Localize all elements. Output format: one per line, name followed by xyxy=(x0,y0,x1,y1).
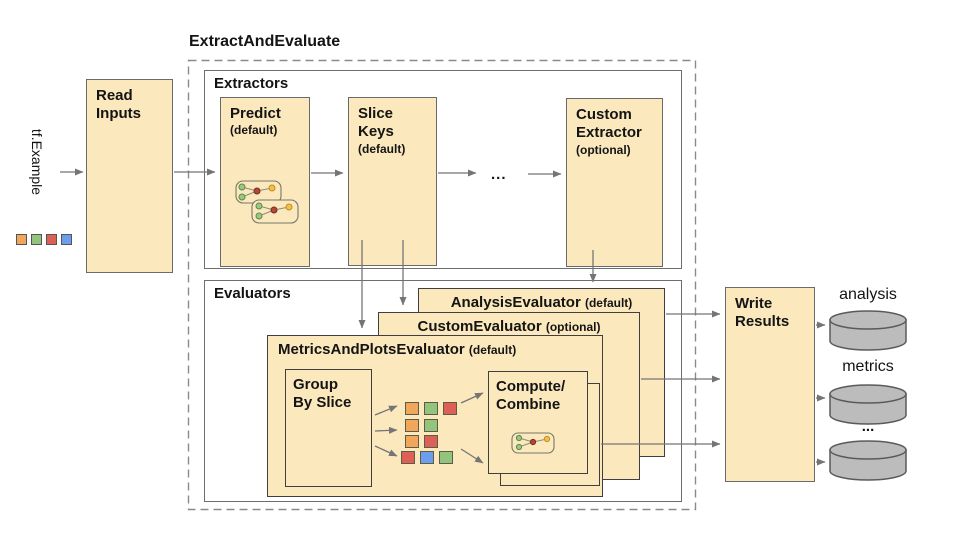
predict-label: Predict xyxy=(230,105,281,122)
metrics-evaluator-qualifier: (default) xyxy=(468,343,517,357)
metrics-evaluator-title: MetricsAndPlotsEvaluator (default) xyxy=(268,341,602,358)
slice-keys-qualifier: (default) xyxy=(358,141,406,156)
write-results-box: Write Results xyxy=(725,287,815,482)
compute-combine-label: Compute/ Combine xyxy=(496,378,566,414)
slice-keys-extractor-box: Slice Keys (default) xyxy=(348,97,437,266)
diagram-title: ExtractAndEvaluate xyxy=(189,33,341,50)
evaluators-label: Evaluators xyxy=(214,285,291,302)
database-cylinder-analysis xyxy=(829,310,907,351)
output-label-ellipsis: ... xyxy=(861,418,875,435)
output-label-analysis: analysis xyxy=(839,286,897,303)
orange-square xyxy=(16,234,27,245)
custom-extractor-qualifier: (optional) xyxy=(576,142,631,157)
custom-extractor-box: Custom Extractor (optional) xyxy=(566,98,663,267)
predict-qualifier: (default) xyxy=(230,123,278,138)
analysis-evaluator-title: AnalysisEvaluator (default) xyxy=(419,294,664,311)
compute-combine-box: Compute/ Combine xyxy=(488,371,588,474)
custom-evaluator-name: CustomEvaluator xyxy=(417,318,542,335)
input-squares xyxy=(16,234,72,245)
database-cylinder-more xyxy=(829,440,907,481)
extractors-label: Extractors xyxy=(214,75,289,92)
read-inputs-box: Read Inputs xyxy=(86,79,173,273)
read-inputs-label: Read Inputs xyxy=(96,87,141,123)
custom-evaluator-title: CustomEvaluator (optional) xyxy=(379,318,639,335)
slice-keys-label: Slice Keys xyxy=(358,105,394,141)
metrics-evaluator-name: MetricsAndPlotsEvaluator xyxy=(278,341,465,358)
write-results-label: Write Results xyxy=(735,295,790,331)
analysis-evaluator-name: AnalysisEvaluator xyxy=(450,294,581,311)
green-square xyxy=(31,234,42,245)
group-by-slice-label: Group By Slice xyxy=(293,376,352,412)
predict-extractor-box: Predict (default) xyxy=(220,97,310,267)
extractors-ellipsis: ... xyxy=(491,166,507,183)
blue-square xyxy=(61,234,72,245)
custom-extractor-label: Custom Extractor xyxy=(576,106,642,142)
red-square xyxy=(46,234,57,245)
group-by-slice-box: Group By Slice xyxy=(285,369,372,487)
output-label-metrics: metrics xyxy=(842,358,894,375)
input-label: tf.Example xyxy=(29,128,45,196)
analysis-evaluator-qualifier: (default) xyxy=(584,296,633,310)
custom-evaluator-qualifier: (optional) xyxy=(545,320,601,334)
